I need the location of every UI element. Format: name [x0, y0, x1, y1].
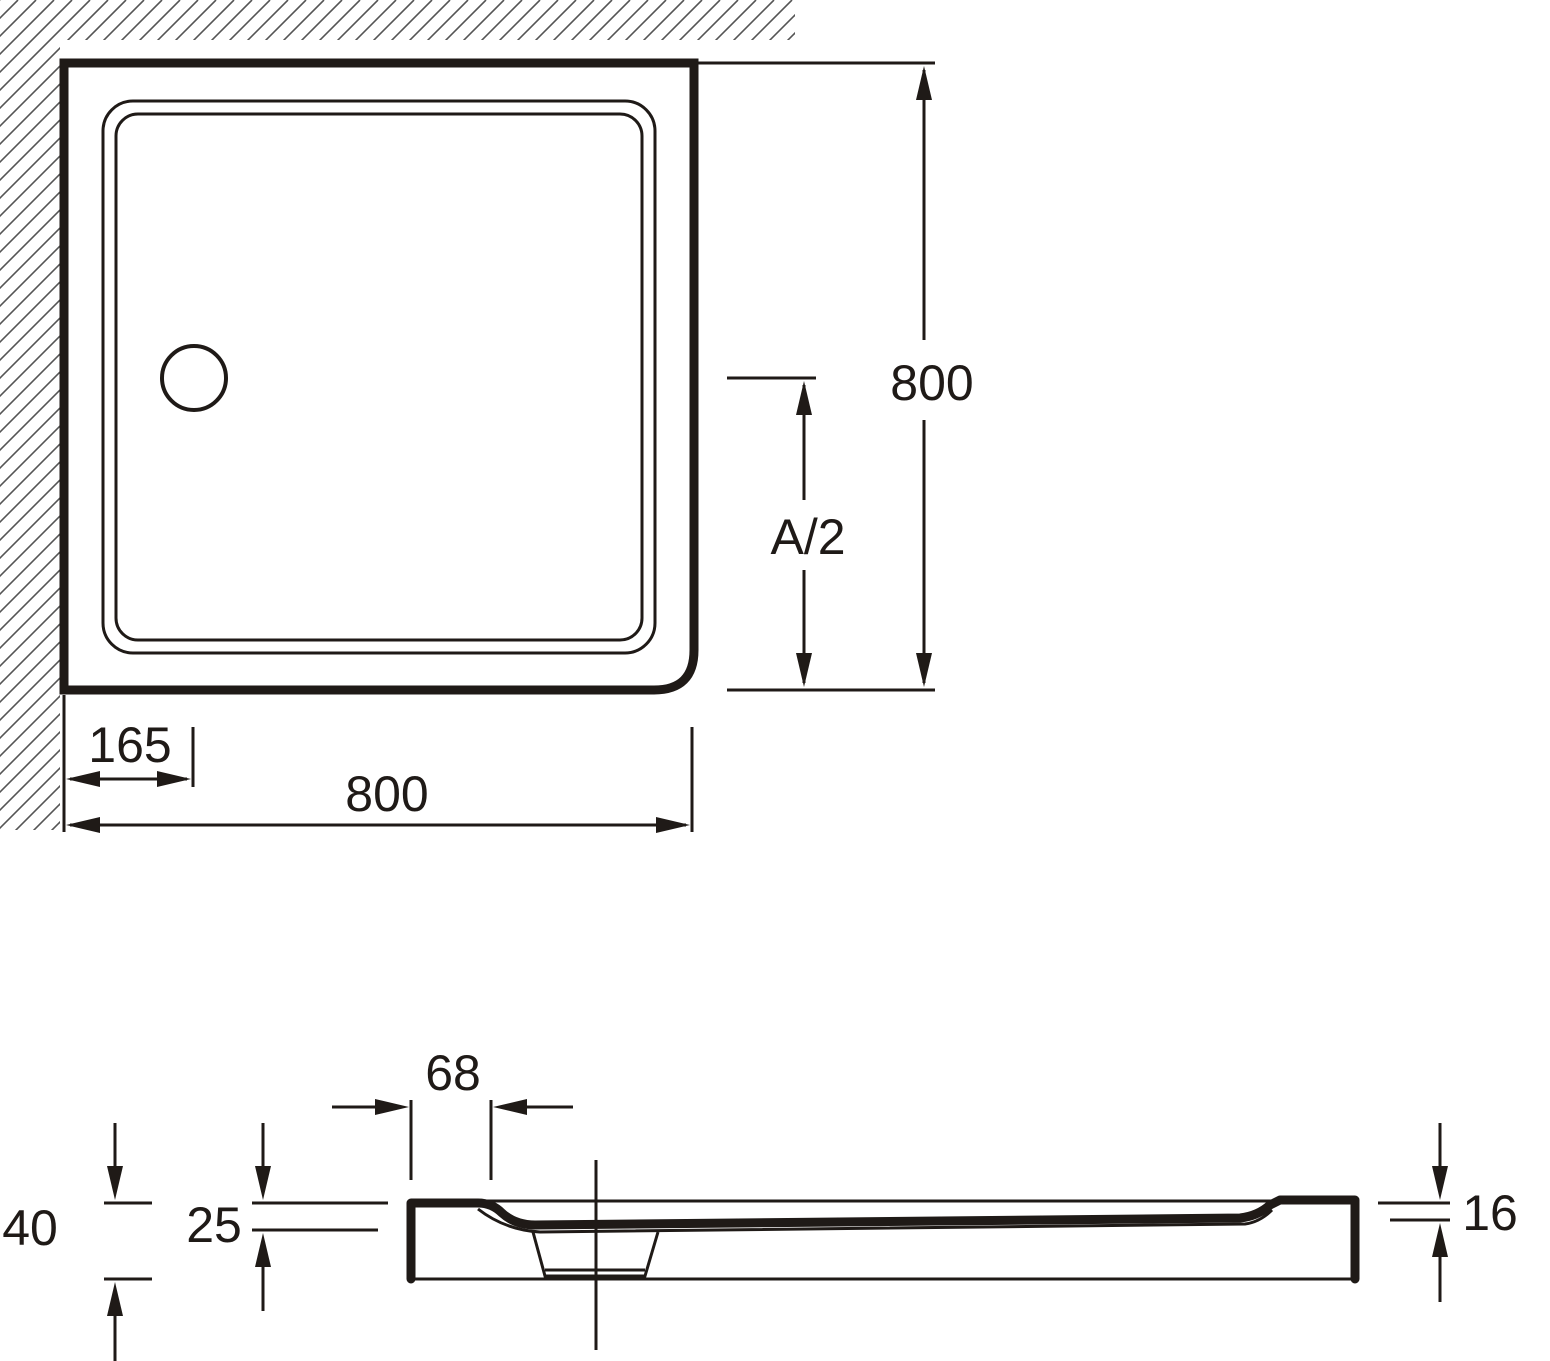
tray-height-label: 25	[186, 1197, 242, 1253]
hatch-line	[575, 0, 795, 830]
tray-section-view	[406, 1160, 1360, 1350]
hatch-line	[143, 0, 795, 830]
hatch-line	[0, 0, 379, 830]
hatch-line	[701, 0, 795, 830]
hatch-line	[89, 0, 795, 830]
hatch-line	[647, 0, 795, 830]
hatch-line	[683, 0, 795, 830]
hatch-line	[287, 0, 795, 830]
half-depth-label: A/2	[770, 509, 845, 565]
hatch-line	[0, 0, 541, 830]
basin-inner-edge	[114, 112, 644, 642]
section-outline	[406, 1195, 1360, 1284]
hatch-line	[305, 0, 795, 830]
total-height-dimension: 40	[2, 1123, 152, 1361]
hatch-line	[882, 0, 1550, 900]
hatch-line	[719, 0, 795, 830]
hatch-line	[755, 0, 795, 830]
hatch-line	[791, 0, 795, 830]
hatch-line	[0, 0, 559, 830]
hatch-line	[341, 0, 795, 830]
hatch-line	[269, 0, 795, 830]
hatch-line	[431, 0, 795, 830]
hatch-line	[413, 0, 795, 830]
hatch-line	[53, 0, 795, 830]
hatch-line	[359, 0, 795, 830]
hatch-line	[0, 0, 469, 830]
hatch-line	[107, 0, 795, 830]
hatch-line	[323, 0, 795, 830]
depth-dimension: 800	[697, 61, 974, 692]
hatch-line	[0, 0, 163, 830]
hatch-line	[377, 0, 795, 830]
tray-plan-view	[59, 58, 699, 695]
hatch-line	[773, 0, 795, 830]
hatch-line	[846, 0, 1550, 900]
total-height-label: 40	[2, 1200, 58, 1256]
hatch-line	[449, 0, 795, 830]
hatch-line	[0, 0, 199, 830]
hatch-line	[0, 0, 523, 830]
hatch-line	[251, 0, 795, 830]
hatch-line	[395, 0, 795, 830]
hatch-line	[71, 0, 795, 830]
drain-offset-dimension: 165	[66, 717, 195, 787]
hatch-line	[810, 0, 1550, 900]
hatch-line	[629, 0, 795, 830]
hatch-line	[737, 0, 795, 830]
hatch-line	[828, 0, 1550, 900]
depth-label: 800	[890, 355, 973, 411]
rim-width-dimension: 68	[332, 1045, 573, 1180]
hatch-line	[864, 0, 1550, 900]
hatch-line	[521, 0, 795, 830]
hatch-line	[0, 0, 505, 830]
tray-outline	[59, 58, 699, 695]
hatch-line	[161, 0, 795, 830]
hatch-line	[611, 0, 795, 830]
wall-hatch	[0, 0, 1550, 900]
hatch-line	[0, 0, 577, 830]
hatch-line	[215, 0, 795, 830]
width-dimension: 800	[62, 695, 694, 833]
half-depth-dimension: A/2	[727, 376, 846, 687]
hatch-line	[665, 0, 795, 830]
width-label: 800	[345, 766, 428, 822]
hatch-line	[0, 0, 487, 830]
hatch-line	[0, 0, 397, 830]
rim-height-dimension: 16	[1378, 1123, 1518, 1302]
hatch-line	[503, 0, 795, 830]
hatch-line	[179, 0, 795, 830]
hatch-line	[467, 0, 795, 830]
hatch-line	[593, 0, 795, 830]
hatch-line	[0, 0, 181, 830]
tray-height-dimension: 25	[186, 1123, 388, 1311]
hatch-line	[485, 0, 795, 830]
rim-height-label: 16	[1462, 1185, 1518, 1241]
basin-outer-edge	[101, 99, 657, 655]
drain-circle	[160, 344, 228, 412]
hatch-line	[233, 0, 795, 830]
hatch-line	[197, 0, 795, 830]
drain-offset-label: 165	[88, 717, 171, 773]
hatch-line	[125, 0, 795, 830]
rim-width-label: 68	[425, 1045, 481, 1101]
hatch-line	[539, 0, 795, 830]
